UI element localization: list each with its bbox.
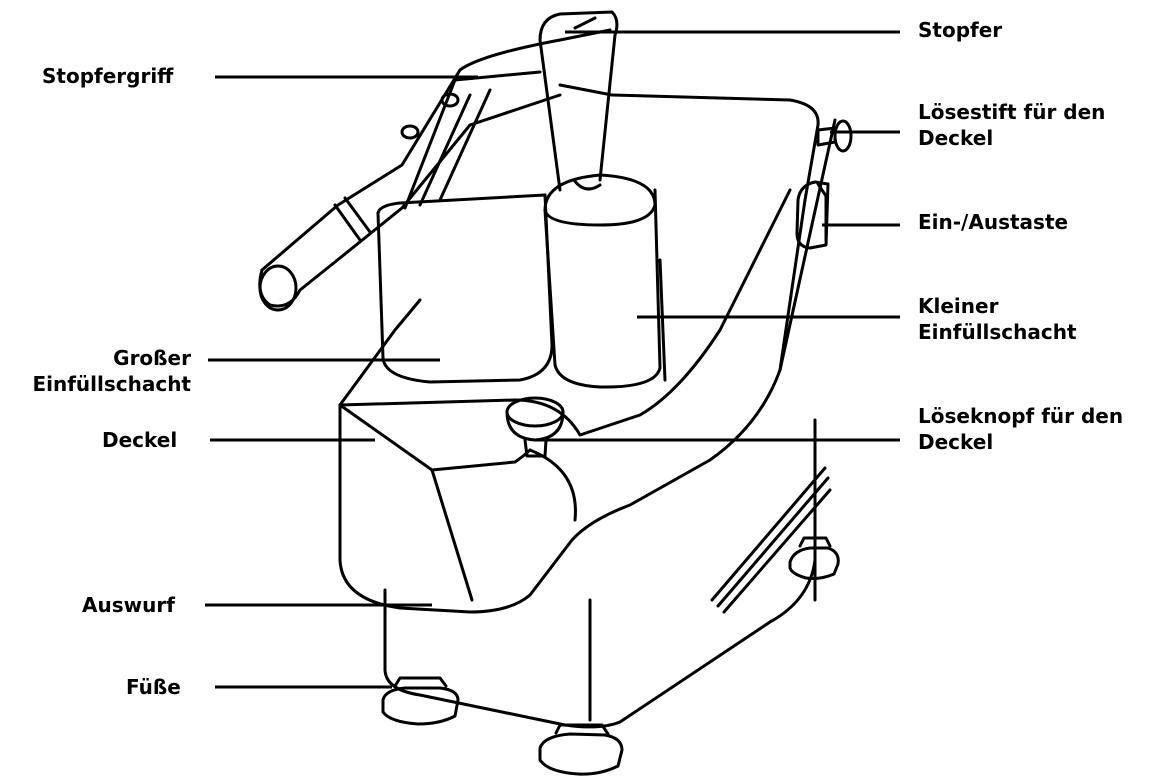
release-pin-illustration xyxy=(816,119,853,153)
base-illustration xyxy=(383,418,832,729)
label-kleiner-einfuellschacht: Kleiner Einfüllschacht xyxy=(918,294,1077,344)
label-loesestift: Lösestift für den Deckel xyxy=(918,100,1106,150)
housing-illustration xyxy=(338,83,837,614)
label-auswurf: Auswurf xyxy=(82,593,175,617)
label-stopfergriff: Stopfergriff xyxy=(42,64,174,88)
label-loeseknopf: Löseknopf für den Deckel xyxy=(918,404,1124,454)
feet-illustration xyxy=(381,536,840,776)
label-fuesse: Füße xyxy=(126,675,181,699)
label-ein-austaste: Ein-/Austaste xyxy=(918,210,1069,234)
large-hopper-illustration xyxy=(376,70,554,384)
label-grosser-einfuellschacht: Großer Einfüllschacht xyxy=(32,346,191,396)
label-stopfer: Stopfer xyxy=(918,18,1003,42)
handle-illustration xyxy=(258,28,612,312)
plunger-illustration xyxy=(538,10,662,389)
label-deckel: Deckel xyxy=(102,428,178,452)
release-knob-illustration xyxy=(505,396,565,458)
